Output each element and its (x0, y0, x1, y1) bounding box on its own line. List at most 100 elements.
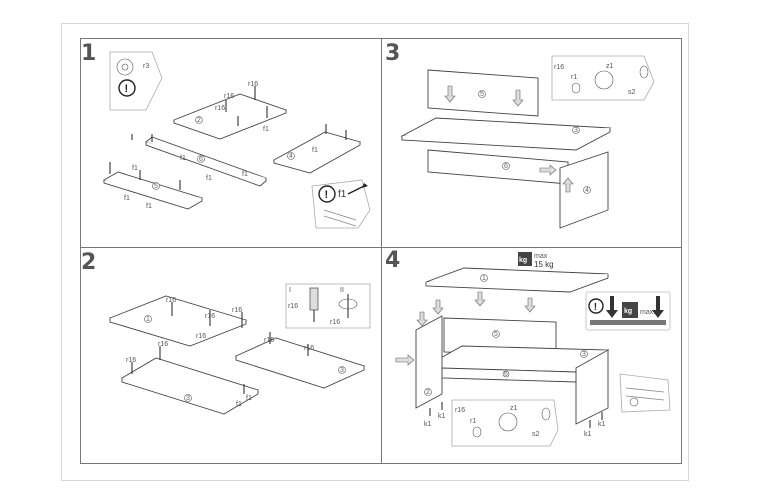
weight-icon (518, 252, 532, 266)
step-4-load-unit: kg (519, 257, 527, 264)
step-1-f1-label-g: f1 (124, 195, 130, 202)
step-2-cam-inset: I II r16 r16 (285, 283, 371, 329)
step-3-z1-label: z1 (606, 63, 614, 70)
step-4-k1-label-b: k1 (438, 413, 446, 420)
step-2-inset-r16-a: r16 (288, 303, 298, 310)
svg-text:!: ! (325, 189, 329, 201)
step-1-r16-label-a: r16 (224, 93, 234, 100)
step-3-s2-label: s2 (628, 89, 636, 96)
step-4-load-value: 15 kg (534, 260, 554, 269)
step-2-r16-label-b: r16 (205, 313, 215, 320)
step-3-panel-6: 6 (427, 149, 569, 185)
step-2-number: 2 (81, 250, 97, 275)
vertical-divider (381, 38, 382, 463)
step-2-inset-step-II: II (340, 287, 344, 294)
step-4-panel-1-label: 1 (482, 275, 486, 282)
step-3-r1-label: r1 (571, 74, 577, 81)
step-2-diagram: 1 r16 r16 r16 r16 3 r16 r16 f1 f1 3 r16 … (108, 283, 371, 415)
step-4-warn-unit: kg (624, 308, 632, 315)
panel-4-label: 4 (289, 153, 293, 160)
step-3-panel-6-label: 6 (504, 163, 508, 170)
panel-2-label: 2 (197, 117, 201, 124)
step-3-diagram: 5 3 6 4 r16 r1 z1 s2 (400, 55, 655, 229)
step-4-panel-3-label: 3 (582, 351, 586, 358)
step-4-panel-1: 1 (425, 267, 609, 313)
step-4-panel-5-label: 5 (494, 331, 498, 338)
step-1-f1-label-c: f1 (206, 175, 212, 182)
panel-1: 1 r16 r16 r16 r16 (108, 295, 248, 347)
step-4-z1-label: z1 (510, 405, 518, 412)
step-2-r16-label-d: r16 (232, 307, 242, 314)
step-4-panel-3: 3 (428, 345, 610, 425)
weight-icon (622, 302, 638, 318)
panel-2: 2 r16 r16 r16 f1 (172, 81, 288, 140)
step-4-r16-label: r16 (455, 407, 465, 414)
step-3-panel-5: 5 (427, 69, 539, 117)
step-2-r16-label-g: r16 (264, 337, 274, 344)
step-3-panel-3: 3 (400, 117, 612, 151)
step-1-f1-label-h: f1 (146, 203, 152, 210)
step-4-number: 4 (385, 248, 401, 273)
step-1-f1-label-b: f1 (180, 155, 186, 162)
step-1-r16-label-b: r16 (248, 81, 258, 88)
step-3-panel-4: 4 (559, 151, 609, 229)
step-4-detail-inset (619, 373, 671, 413)
step-1-inset-f1-label: f1 (338, 189, 347, 200)
step-4-feet: k1 k1 k1 k1 (424, 402, 606, 438)
step-4-r1-label: r1 (470, 418, 476, 425)
step-4-k1-label-a: k1 (424, 421, 432, 428)
horizontal-divider (80, 247, 681, 248)
step-2-panel-1-label: 1 (146, 316, 150, 323)
step-3-number: 3 (385, 41, 401, 66)
step-3-panel-4-label: 4 (585, 187, 589, 194)
step-2-inset-r16-b: r16 (330, 319, 340, 326)
step-1-f1-label-d: f1 (242, 171, 248, 178)
step-1-f1-label-f: f1 (132, 165, 138, 172)
step-1-f1-label-e: f1 (312, 147, 318, 154)
step-4-hardware-inset: r16 r1 z1 s2 (451, 399, 559, 447)
step-4-load-max: max (534, 253, 548, 260)
step-2-r16-label-a: r16 (166, 297, 176, 304)
svg-text:!: ! (125, 83, 129, 95)
step-3-panel-3-label: 3 (574, 127, 578, 134)
step-4-panel-2-label: 2 (426, 389, 430, 396)
step-4-panel-2: 2 (395, 299, 444, 409)
step-3-hardware-inset: r16 r1 z1 s2 (551, 55, 655, 101)
step-2-r16-label-h: r16 (304, 345, 314, 352)
step-1-r3-label: r3 (143, 63, 149, 70)
step-2-r16-label-c: r16 (196, 333, 206, 340)
step-1-screw-inset: ! f1 (311, 179, 371, 229)
step-3-panel-5-label: 5 (480, 91, 484, 98)
panel-6-label: 6 (199, 156, 203, 163)
step-1-diagram: r3 ! 2 r16 r16 r16 f1 6 f1 f1 f1 4 (102, 51, 371, 229)
panel-6: 6 f1 f1 f1 (131, 134, 267, 187)
panel-5-label: 5 (154, 183, 158, 190)
panel-3-left: 3 r16 r16 f1 f1 (120, 341, 260, 415)
step-4-warn-max: max. (640, 309, 655, 316)
step-4-s2-label: s2 (532, 431, 540, 438)
panel-4: 4 f1 (272, 124, 362, 174)
step-1-r16-label-c: r16 (215, 105, 225, 112)
step-2-panel-3a-label: 3 (186, 395, 190, 402)
step-4-k1-label-d: k1 (598, 421, 606, 428)
step-3-r16-label: r16 (554, 64, 564, 71)
step-1-number: 1 (81, 41, 97, 66)
step-2-f1-label-a: f1 (246, 395, 252, 402)
step-4-diagram: kg max 15 kg 1 5 3 6 2 (395, 252, 671, 447)
warning-icon: ! (118, 79, 136, 97)
step-2-inset-step-I: I (289, 287, 291, 294)
step-4-k1-label-c: k1 (584, 431, 592, 438)
step-1-hint-inset: r3 ! (109, 51, 163, 111)
panel-5: 5 f1 f1 f1 (102, 162, 204, 210)
svg-text:!: ! (594, 302, 597, 313)
step-2-r16-label-e: r16 (126, 357, 136, 364)
step-4-warning-box: ! kg max. (585, 291, 671, 331)
step-1-f1-label-a: f1 (263, 126, 269, 133)
panel-3-right: 3 r16 r16 (234, 332, 366, 389)
step-2-r16-label-f: r16 (158, 341, 168, 348)
step-4-panel-6-label: 6 (504, 371, 508, 378)
step-4-panel-6: 6 (441, 367, 577, 383)
step-2-panel-3b-label: 3 (340, 367, 344, 374)
step-2-f1-label-b: f1 (236, 401, 242, 408)
warning-icon: ! (588, 298, 604, 314)
